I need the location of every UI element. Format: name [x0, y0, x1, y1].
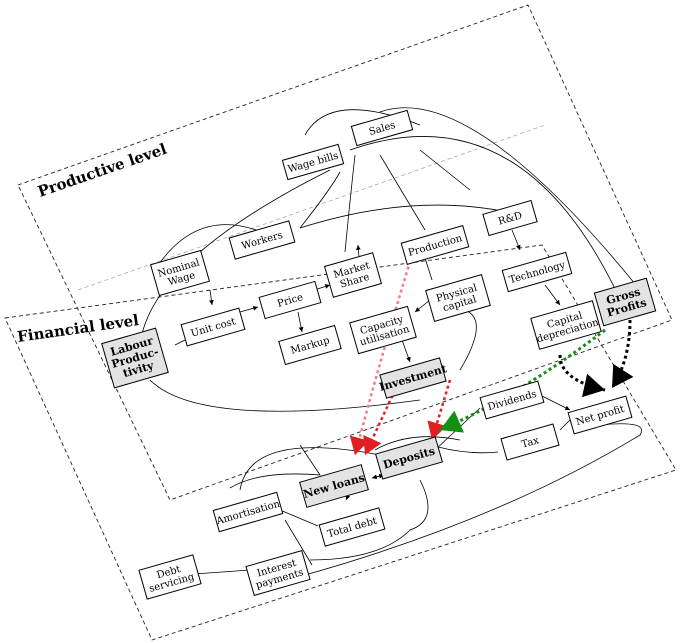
node-rd: R&D: [482, 199, 538, 237]
node-box: [530, 300, 602, 350]
node-dividends: Dividends: [479, 380, 545, 420]
node-production: Production: [400, 224, 470, 266]
node-net-profit: Net profit: [567, 395, 633, 435]
level-divider-line: [77, 124, 546, 291]
node-box: [180, 307, 246, 347]
node-sales: Sales: [350, 109, 414, 147]
node-technology: Technology: [501, 251, 573, 293]
productive-level-plane: [17, 4, 673, 501]
node-new-loans: New loans: [299, 464, 369, 508]
node-box: [149, 249, 211, 297]
node-box: [400, 224, 470, 266]
productive-level-title: Productive level: [35, 140, 169, 201]
node-markup: Markup: [278, 324, 342, 366]
node-deposits: Deposits: [374, 436, 444, 480]
node-unit-cost: Unit cost: [180, 307, 246, 347]
black-flow-profits-to-netprofit: [610, 319, 634, 389]
red-flow-production-to-newloans: [349, 254, 414, 456]
node-box: [350, 109, 414, 147]
node-box: [593, 277, 657, 327]
node-wage-bills: Wage bills: [281, 143, 345, 181]
node-box: [323, 252, 383, 298]
node-box: [278, 324, 342, 366]
node-box: [349, 305, 417, 355]
node-box: [379, 357, 447, 399]
node-box: [482, 199, 538, 237]
node-box: [228, 220, 296, 260]
node-box: [138, 554, 202, 600]
node-box: [567, 395, 633, 435]
node-tax: Tax: [500, 423, 560, 461]
node-box: [281, 143, 345, 181]
node-box: [479, 380, 545, 420]
green-flow-profits-to-deposits: [439, 328, 606, 433]
node-box: [501, 251, 573, 293]
node-box: [500, 423, 560, 461]
node-box: [299, 464, 369, 508]
black-flow-depreciation-to-netprofit: [558, 354, 606, 398]
node-price: Price: [258, 280, 322, 320]
node-box: [245, 549, 311, 597]
node-total-debt: Total debt: [318, 507, 386, 547]
node-box: [258, 280, 322, 320]
red-flow-investment-to-deposits: [427, 379, 452, 441]
node-box: [212, 491, 284, 533]
node-label: Tax: [520, 435, 540, 450]
node-box: [374, 436, 444, 480]
node-box: [318, 507, 386, 547]
financial-level-plane: [4, 244, 677, 641]
node-amortisation: Amortisation: [212, 491, 284, 533]
node-box: [101, 327, 169, 389]
node-workers: Workers: [228, 220, 296, 260]
node-investment: Investment: [378, 357, 449, 399]
node-box: [425, 274, 491, 322]
